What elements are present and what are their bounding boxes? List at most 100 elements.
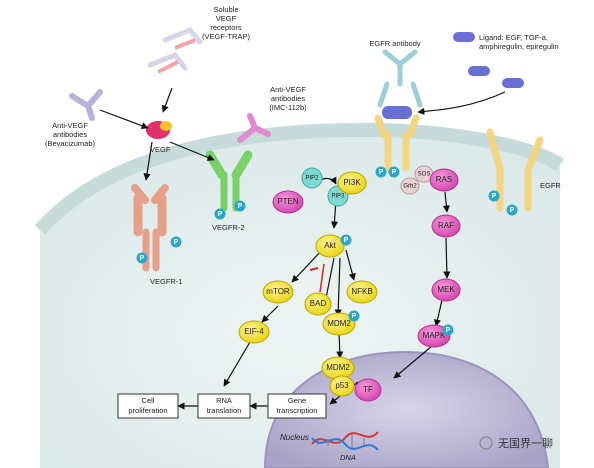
node-raf: RAF	[431, 214, 461, 238]
soluble-label-1: Soluble	[213, 5, 238, 14]
ligand-label-1: Ligand: EGF, TGF-a,	[479, 33, 548, 42]
svg-text:P: P	[140, 255, 145, 262]
p-marker-icon: P	[170, 236, 182, 248]
node-mek: MEK	[431, 278, 461, 302]
svg-text:P: P	[174, 239, 179, 246]
svg-text:P: P	[446, 327, 451, 334]
svg-text:RAF: RAF	[438, 221, 454, 230]
svg-text:P: P	[352, 313, 357, 320]
node-mtor: mTOR	[262, 280, 294, 304]
p-marker-icon: P	[340, 234, 352, 246]
node-akt: Akt	[315, 234, 345, 258]
p-marker-icon: P	[506, 204, 518, 216]
p-marker-icon: P	[388, 166, 400, 178]
node-pi3k: PI3K	[337, 171, 367, 195]
svg-text:transcription: transcription	[277, 406, 318, 415]
egfr-receptor-icon	[486, 128, 544, 212]
svg-text:MDM2: MDM2	[327, 319, 351, 328]
svg-text:RAS: RAS	[436, 175, 452, 184]
svg-text:P: P	[492, 193, 497, 200]
node-pip2: PIP2	[301, 167, 323, 189]
dna-label: DNA	[340, 453, 356, 462]
ligand-legend-icon	[453, 32, 475, 42]
svg-text:translation: translation	[207, 406, 242, 415]
egfr-label: EGFR	[540, 181, 561, 190]
p-marker-icon: P	[234, 200, 246, 212]
soluble-label-4: (VEGF-TRAP)	[202, 32, 250, 41]
bev-label-1: Anti-VEGF	[52, 121, 88, 130]
node-pten: PTEN	[272, 190, 304, 214]
dna-helix-icon	[311, 431, 379, 451]
arrows	[99, 87, 506, 410]
svg-text:RNA: RNA	[216, 396, 232, 405]
svg-text:P: P	[238, 203, 243, 210]
svg-text:SOS: SOS	[418, 172, 431, 178]
soluble-label-2: VEGF	[216, 14, 237, 23]
box-cell-proliferation: Cell proliferation	[117, 393, 179, 419]
svg-text:MDM2: MDM2	[326, 363, 350, 372]
vegfr2-label: VEGFR-2	[212, 223, 245, 232]
vegf-label: VEGF	[150, 145, 171, 154]
svg-text:P: P	[379, 169, 384, 176]
svg-text:P: P	[218, 211, 223, 218]
svg-text:Grb2: Grb2	[403, 184, 417, 190]
vegfr1-label: VEGFR-1	[150, 277, 183, 286]
svg-text:TF: TF	[363, 385, 373, 394]
box-rna-translation: RNA translation	[197, 393, 251, 419]
bevacizumab-antibody-icon	[69, 89, 103, 121]
node-p53: p53	[329, 375, 355, 397]
node-nfkb: NFKB	[346, 280, 378, 304]
svg-text:PIP3: PIP3	[331, 194, 345, 200]
p-marker-icon: P	[136, 252, 148, 264]
svg-text:mTOR: mTOR	[266, 287, 290, 296]
vegf-ligand-icon	[146, 121, 172, 139]
ligand-label-2: amphiregulin, epiregulin	[479, 42, 559, 51]
p-marker-icon: P	[442, 324, 454, 336]
egfr-antibody-icon	[377, 49, 423, 108]
svg-text:p53: p53	[335, 381, 349, 390]
imc-label-2: antibodies	[271, 94, 305, 103]
svg-text:proliferation: proliferation	[128, 406, 167, 415]
inhibition-bar	[309, 267, 319, 271]
inhibition-line	[319, 263, 325, 293]
p-marker-icon: P	[488, 190, 500, 202]
egfr-antibody-label: EGFR antibody	[369, 39, 421, 48]
imc112b-antibody-icon	[237, 113, 271, 143]
cell-membrane	[34, 122, 565, 235]
node-grb2: Grb2	[400, 177, 420, 195]
chat-icon	[479, 436, 493, 450]
nucleus-label: Nucleus	[280, 433, 309, 442]
svg-text:Cell: Cell	[142, 396, 155, 405]
p-marker-icon: P	[348, 310, 360, 322]
ligand-icon-2	[502, 78, 524, 88]
node-eif4: EIF-4	[238, 320, 270, 344]
ligand-icon-1	[468, 66, 490, 76]
svg-text:BAD: BAD	[310, 299, 327, 308]
svg-text:EIF-4: EIF-4	[244, 327, 264, 336]
imc-label-1: Anti-VEGF	[270, 85, 306, 94]
svg-text:PI3K: PI3K	[343, 178, 361, 187]
svg-text:PIP2: PIP2	[305, 176, 319, 182]
watermark: 无国界一聊	[479, 436, 553, 450]
egfr-blocked-receptor-icon	[374, 114, 420, 172]
p-marker-icon: P	[375, 166, 387, 178]
phospho-markers: P P P P P P P P P P P	[136, 166, 518, 336]
node-ras: RAS	[429, 168, 459, 192]
soluble-label-3: receptors	[210, 23, 242, 32]
svg-text:MAPK: MAPK	[423, 331, 446, 340]
box-gene-transcription: Gene transcription	[267, 393, 327, 419]
svg-text:P: P	[510, 207, 515, 214]
svg-text:NFKB: NFKB	[351, 287, 372, 296]
node-mdm2-cytoplasm: MDM2	[322, 312, 356, 336]
svg-text:PTEN: PTEN	[277, 197, 299, 206]
svg-text:MEK: MEK	[437, 285, 455, 294]
svg-text:P: P	[344, 237, 349, 244]
node-mdm2-nuclear: MDM2	[321, 356, 355, 380]
svg-text:P: P	[392, 169, 397, 176]
node-mapk: MAPK	[417, 324, 451, 348]
p-marker-icon: P	[214, 208, 226, 220]
bev-label-3: (Bevacizumab)	[45, 139, 96, 148]
svg-text:无国界一聊: 无国界一聊	[498, 436, 553, 450]
